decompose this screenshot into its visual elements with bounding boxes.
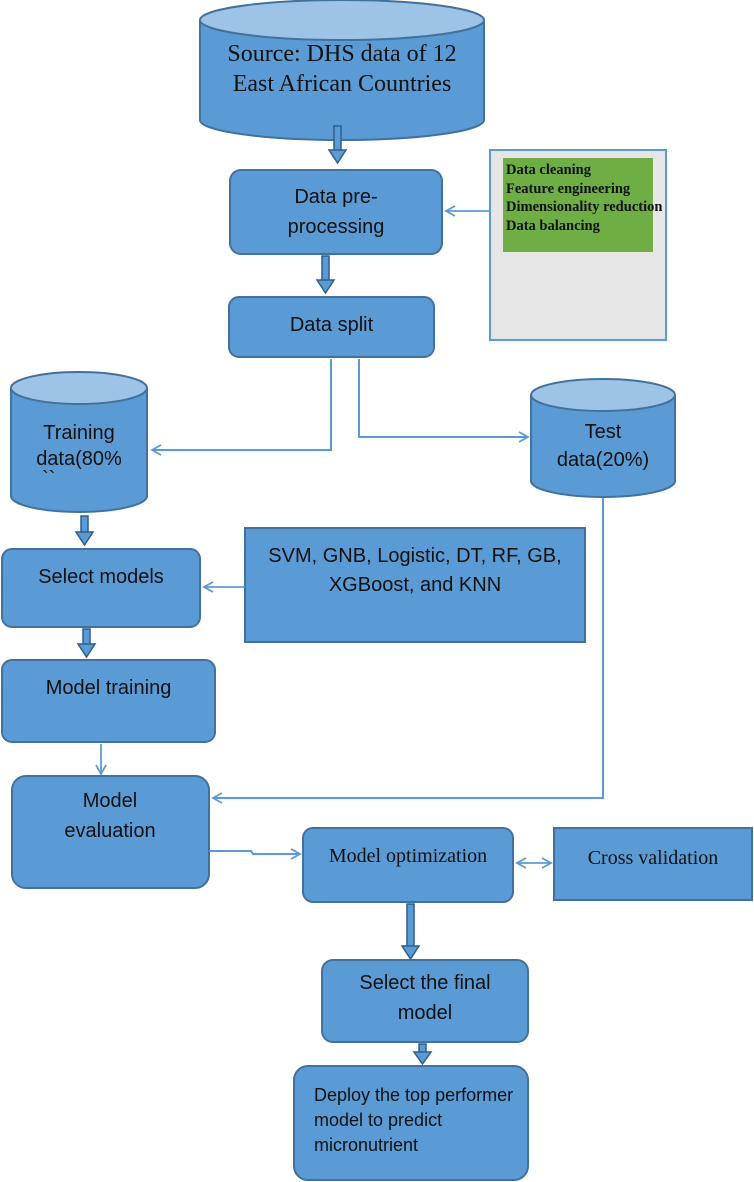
training-data-label: Training data(80% ``	[14, 420, 144, 510]
thick-arrow-final-to-deploy	[412, 1043, 433, 1066]
select-models-label: Select models	[38, 565, 164, 588]
source-cylinder	[199, 0, 485, 141]
source-label: Source: DHS data of 12 East African Coun…	[227, 41, 457, 97]
training-data-cylinder	[10, 371, 148, 513]
test-data-cylinder	[530, 378, 676, 498]
preprocessing-step: Data cleaning	[506, 162, 591, 178]
thick-arrow-preprocessing-to-split	[315, 255, 336, 295]
training-label-line2: data(80%	[36, 448, 122, 470]
preprocessing-box	[229, 169, 443, 255]
arrow-test-to-evaluation	[211, 498, 604, 804]
model-training-label: Model training	[45, 676, 172, 699]
model-training-box	[1, 659, 216, 743]
thick-arrow-optimization-to-final	[400, 903, 421, 961]
deploy-label: Deploy the top performer model to predic…	[314, 1084, 514, 1155]
model-evaluation-box	[11, 775, 210, 889]
arrow-evaluation-to-optimization	[209, 848, 302, 860]
arrow-split-to-training	[150, 359, 332, 456]
training-label-line3: ``	[42, 468, 56, 490]
data-split-label: Data split	[289, 313, 374, 336]
preprocessing-steps-list: Data cleaning Feature engineering Dimens…	[503, 158, 663, 252]
preprocessing-label: Data pre-processing	[287, 186, 385, 238]
model-optimization-box	[302, 827, 514, 903]
select-final-model-label: Select the final model	[359, 972, 491, 1024]
preprocessing-step: Data balancing	[506, 217, 600, 234]
preprocessing-step: Dimensionality reduction	[506, 199, 663, 215]
preprocessing-step: Feature engineering	[506, 180, 631, 197]
select-final-model-box	[321, 959, 529, 1043]
model-list-box	[244, 527, 586, 643]
data-split-box	[228, 296, 435, 358]
model-list-label: SVM, GNB, Logistic, DT, RF, GB, XGBoost,…	[268, 545, 562, 596]
training-label-line1: Training	[43, 422, 115, 444]
thick-arrow-training-to-select	[74, 515, 95, 547]
cross-validation-box	[553, 827, 753, 901]
cross-validation-label: Cross validation	[587, 846, 719, 869]
thick-arrow-source-to-preprocessing	[327, 125, 348, 165]
arrow-split-to-test	[358, 359, 530, 443]
test-data-label: Test data(20%)	[556, 421, 650, 471]
thick-arrow-select-to-training	[76, 628, 97, 659]
deploy-box	[293, 1065, 529, 1181]
model-evaluation-label: Model evaluation	[64, 790, 156, 842]
model-optimization-label: Model optimization	[328, 844, 488, 867]
select-models-box	[1, 548, 201, 628]
